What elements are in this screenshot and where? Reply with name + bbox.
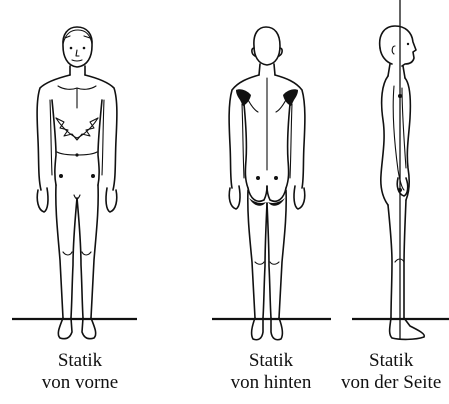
caption-side: Statik von der Seite [336, 350, 449, 394]
figure-back [229, 27, 305, 340]
caption-back-line1: Statik [221, 350, 321, 372]
caption-back-line2: von hinten [221, 372, 321, 394]
caption-front-line1: Statik [30, 350, 130, 372]
caption-front-line2: von vorne [30, 372, 130, 394]
caption-side-line1: Statik [336, 350, 449, 372]
figure-front [37, 27, 117, 339]
caption-back: Statik von hinten [221, 350, 321, 394]
caption-side-line2: von der Seite [336, 372, 449, 394]
figure-side [380, 0, 425, 340]
caption-front: Statik von vorne [30, 350, 130, 394]
